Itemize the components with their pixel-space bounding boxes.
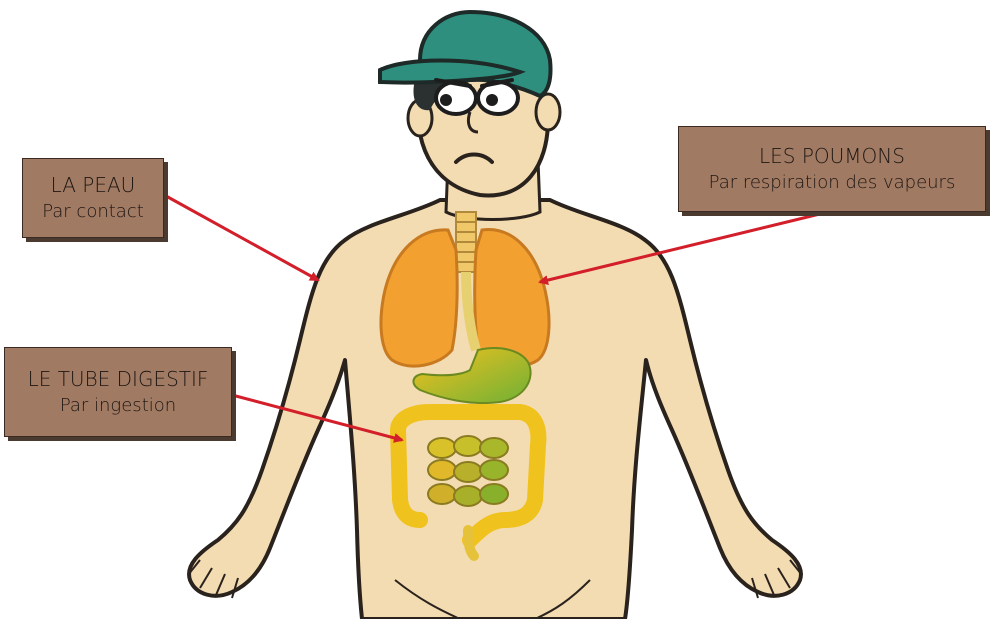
label-la-peau: LA PEAU Par contact — [22, 158, 164, 238]
small-intestine — [428, 436, 508, 506]
label-le-tube-digestif-title: LE TUBE DIGESTIF — [28, 366, 209, 393]
label-les-poumons-subtitle: Par respiration des vapeurs — [709, 170, 956, 195]
label-les-poumons: LES POUMONS Par respiration des vapeurs — [678, 126, 986, 212]
trachea — [456, 212, 476, 272]
label-les-poumons-title: LES POUMONS — [759, 143, 905, 170]
label-le-tube-digestif-subtitle: Par ingestion — [60, 393, 176, 418]
label-la-peau-subtitle: Par contact — [42, 199, 144, 224]
arrow-peau — [166, 196, 318, 280]
label-la-peau-title: LA PEAU — [51, 172, 136, 199]
label-le-tube-digestif: LE TUBE DIGESTIF Par ingestion — [4, 347, 232, 437]
